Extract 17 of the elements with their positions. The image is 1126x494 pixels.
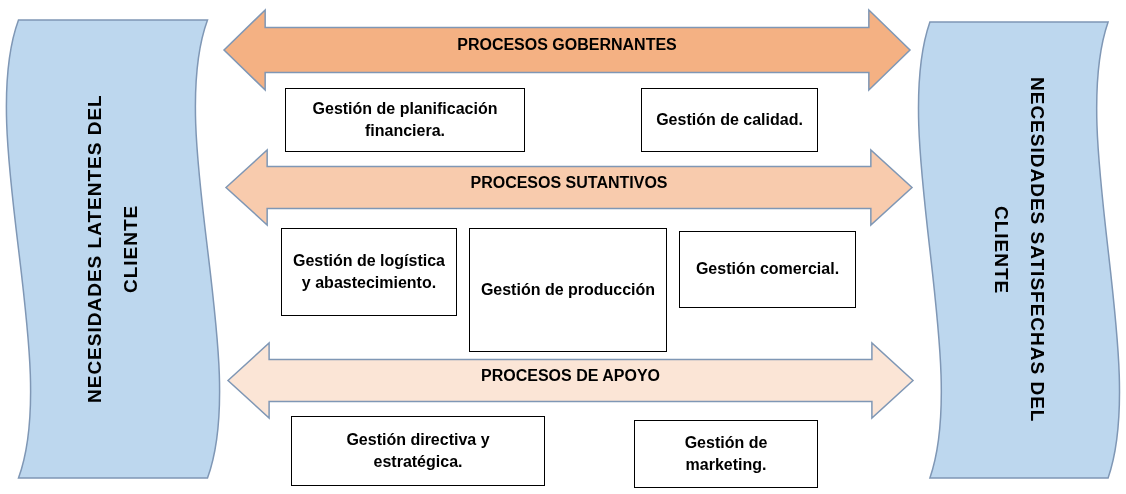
band-title: PROCESOS DE APOYO: [480, 366, 661, 385]
double-arrow-band: [226, 150, 912, 225]
band-title: NECESIDADES SATISFECHAS DEL CLIENTE: [990, 76, 1050, 425]
process-box: Gestión de calidad.: [641, 88, 818, 152]
process-box: Gestión de planificación financiera.: [285, 88, 525, 152]
wavy-band: [920, 22, 1118, 478]
process-box: Gestión directiva y estratégica.: [291, 416, 545, 486]
double-arrow-band: [228, 343, 913, 418]
process-box: Gestión de logística y abastecimiento.: [281, 228, 457, 316]
band-title: PROCESOS GOBERNANTES: [456, 36, 678, 54]
wavy-band: [8, 20, 218, 478]
band-title: PROCESOS SUTANTIVOS: [469, 173, 669, 192]
process-box: Gestión comercial.: [679, 231, 856, 308]
band-title: NECESIDADES LATENTES DEL CLIENTE: [82, 93, 142, 406]
process-box: Gestión de producción: [469, 228, 667, 352]
process-box: Gestión de marketing.: [634, 420, 818, 488]
double-arrow-band: [224, 10, 910, 90]
